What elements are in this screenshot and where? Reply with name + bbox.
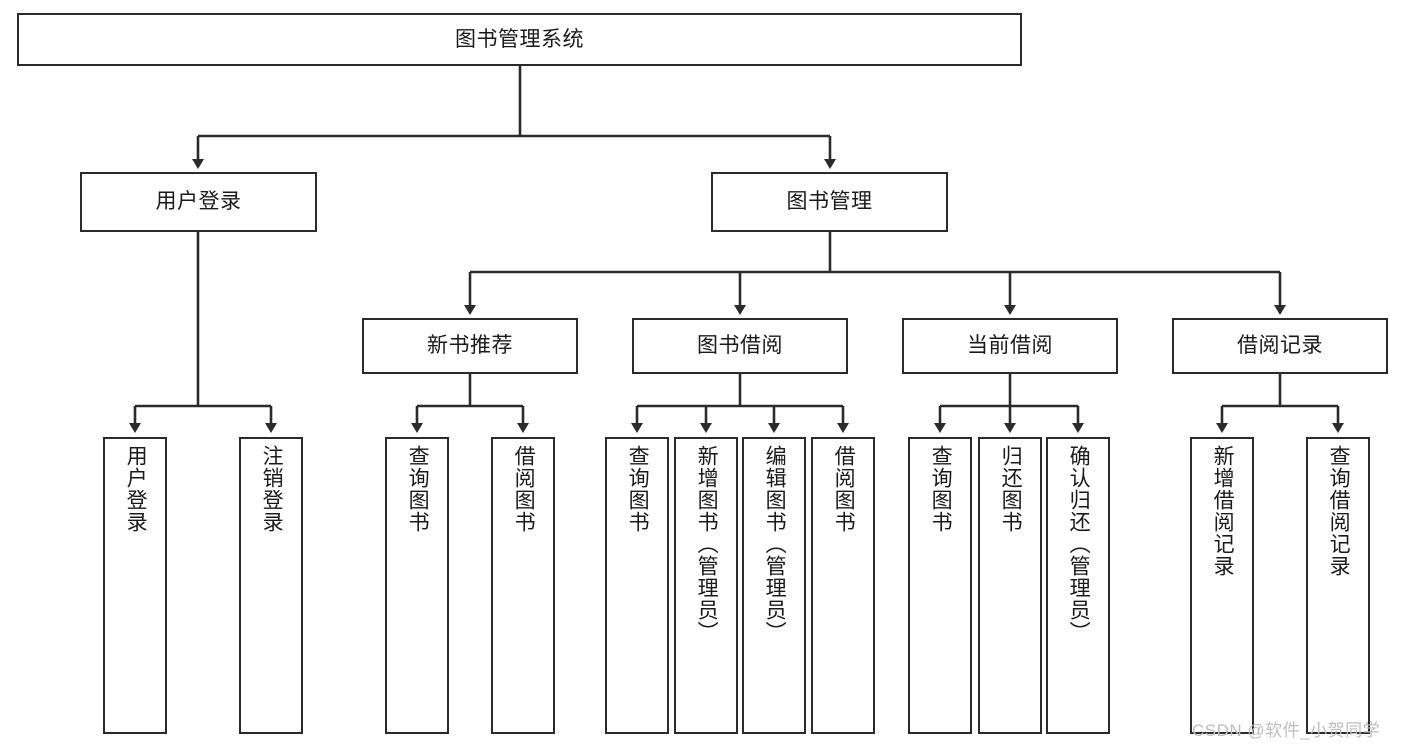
node-label: 编辑图书（管理员） xyxy=(763,445,787,643)
node-label: 用户登录 xyxy=(155,190,242,214)
node-label: 注销登录 xyxy=(260,445,284,533)
node-book-borrow[interactable]: 图书借阅 xyxy=(632,318,848,374)
leaf-query-book-borrow[interactable]: 查询图书 xyxy=(605,437,669,734)
node-label: 当前借阅 xyxy=(967,334,1053,358)
leaf-return-book[interactable]: 归还图书 xyxy=(978,437,1042,734)
node-label: 查询借阅记录 xyxy=(1327,445,1351,577)
node-borrow-record[interactable]: 借阅记录 xyxy=(1172,318,1388,374)
node-label: 新书推荐 xyxy=(427,334,513,358)
csdn-watermark: CSDN @软件_小贺同学 xyxy=(1192,721,1381,740)
leaf-logout[interactable]: 注销登录 xyxy=(239,437,303,734)
leaf-query-book-current[interactable]: 查询图书 xyxy=(908,437,972,734)
node-label: 查询图书 xyxy=(406,445,430,533)
node-label: 用户登录 xyxy=(124,445,148,533)
node-book-management[interactable]: 图书管理 xyxy=(711,172,948,232)
node-label: 借阅记录 xyxy=(1237,334,1323,358)
leaf-add-book-admin[interactable]: 新增图书（管理员） xyxy=(674,437,738,734)
leaf-edit-book-admin[interactable]: 编辑图书（管理员） xyxy=(742,437,806,734)
node-label: 查询图书 xyxy=(626,445,650,533)
leaf-user-login[interactable]: 用户登录 xyxy=(103,437,167,734)
leaf-query-borrow-record[interactable]: 查询借阅记录 xyxy=(1306,437,1370,734)
leaf-add-borrow-record[interactable]: 新增借阅记录 xyxy=(1190,437,1254,734)
node-label: 新增借阅记录 xyxy=(1211,445,1235,577)
node-label: 新增图书（管理员） xyxy=(695,445,719,643)
leaf-borrow-book-recommend[interactable]: 借阅图书 xyxy=(491,437,555,734)
node-label: 图书管理 xyxy=(786,190,873,214)
leaf-confirm-return-admin[interactable]: 确认归还（管理员） xyxy=(1046,437,1110,734)
node-new-book-recommend[interactable]: 新书推荐 xyxy=(362,318,578,374)
node-label: 查询图书 xyxy=(929,445,953,533)
node-label: 确认归还（管理员） xyxy=(1067,445,1091,643)
node-user-login[interactable]: 用户登录 xyxy=(80,172,317,232)
leaf-query-book-recommend[interactable]: 查询图书 xyxy=(385,437,449,734)
node-label: 借阅图书 xyxy=(832,445,856,533)
node-label: 图书借阅 xyxy=(697,334,783,358)
node-label: 归还图书 xyxy=(999,445,1023,533)
node-label: 借阅图书 xyxy=(512,445,536,533)
node-label: 图书管理系统 xyxy=(455,27,584,51)
node-current-borrow[interactable]: 当前借阅 xyxy=(902,318,1118,374)
node-root-system[interactable]: 图书管理系统 xyxy=(17,13,1022,66)
leaf-borrow-book[interactable]: 借阅图书 xyxy=(811,437,875,734)
